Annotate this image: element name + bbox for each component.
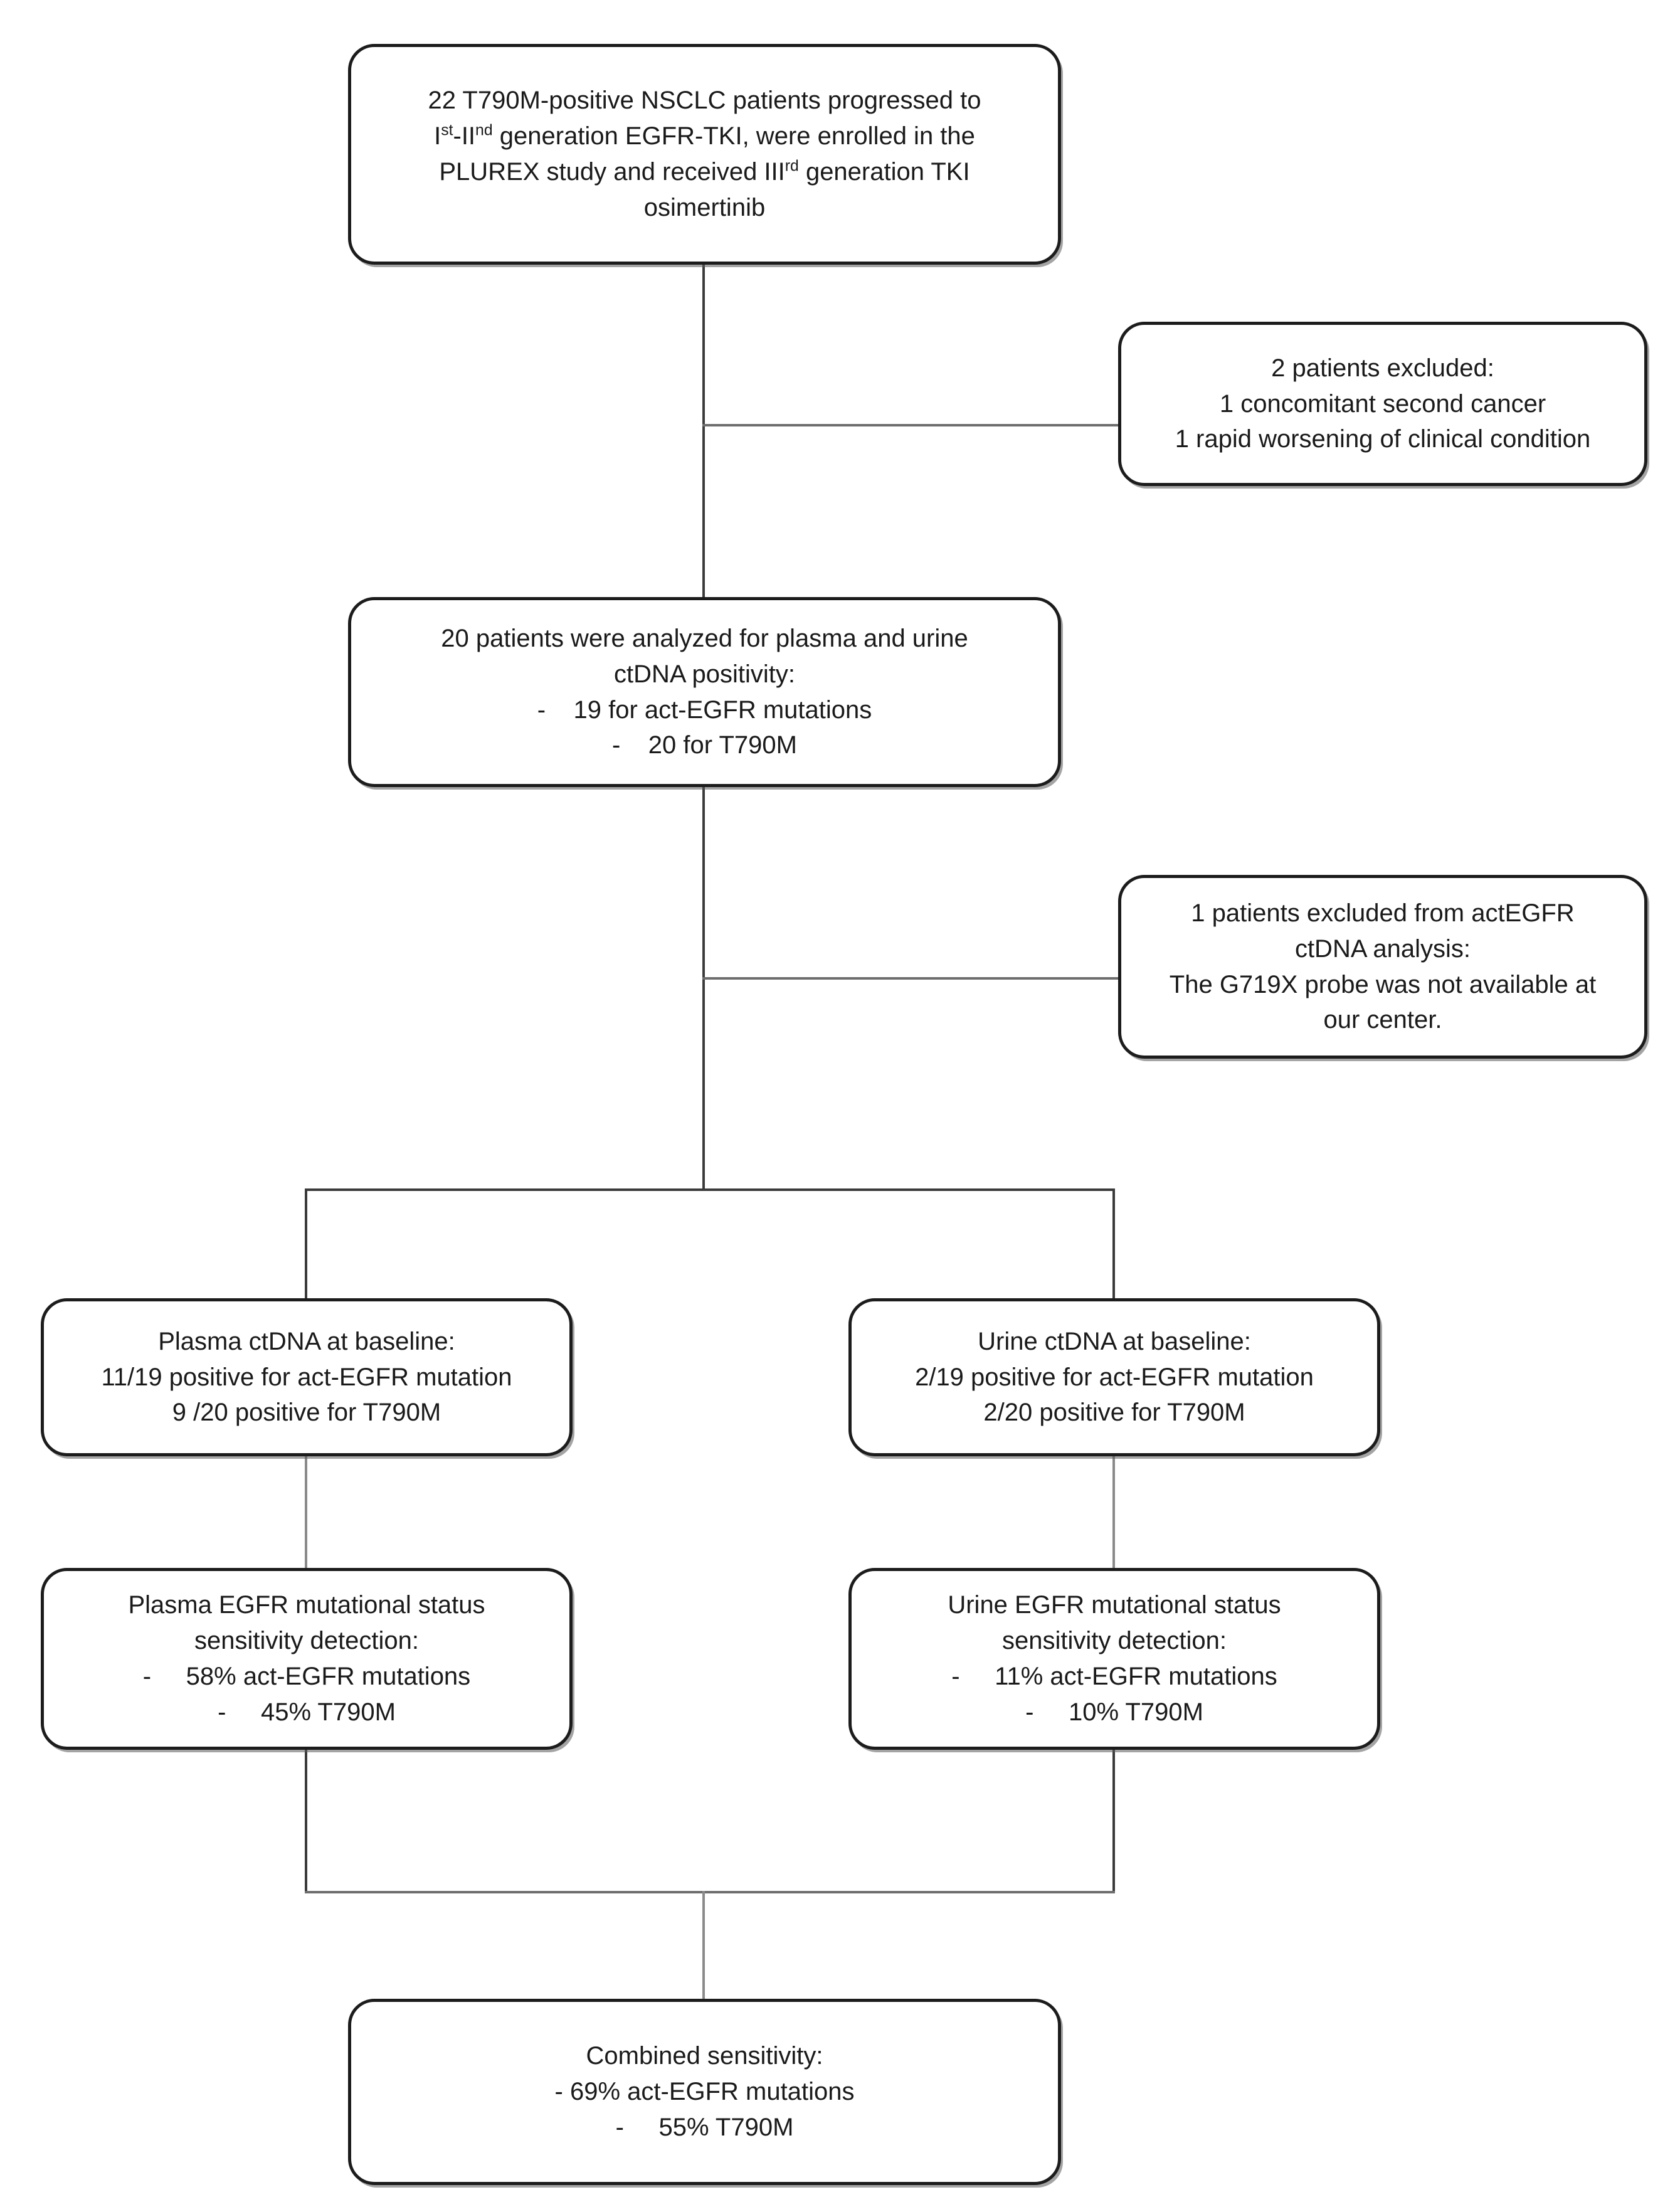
urine-sensitivity-box: Urine EGFR mutational status sensitivity… bbox=[848, 1568, 1380, 1750]
analyzed-line-2: ctDNA positivity: bbox=[614, 660, 795, 688]
analyzed-line-1: 20 patients were analyzed for plasma and… bbox=[441, 624, 968, 652]
connector-analyzed-to-split bbox=[702, 787, 705, 1190]
connector-split-left-drop bbox=[305, 1188, 307, 1299]
urine-baseline-line-1: Urine ctDNA at baseline: bbox=[978, 1327, 1251, 1355]
connector-enrollment-to-analyzed bbox=[702, 265, 705, 598]
plasma-sensitivity-line-2: sensitivity detection: bbox=[194, 1627, 419, 1655]
connector-plasma-baseline-to-sensitivity bbox=[305, 1455, 307, 1569]
urine-sensitivity-bullet-1: - 11% act-EGFR mutations bbox=[951, 1663, 1277, 1690]
plasma-sensitivity-line-1: Plasma EGFR mutational status bbox=[128, 1591, 485, 1619]
urine-sensitivity-line-1: Urine EGFR mutational status bbox=[948, 1591, 1281, 1619]
connector-merge-right-rise bbox=[1112, 1749, 1115, 1893]
plasma-baseline-line-1: Plasma ctDNA at baseline: bbox=[158, 1327, 455, 1355]
enrollment-ordinal-prefix: I bbox=[434, 122, 441, 151]
combined-line-1: Combined sensitivity: bbox=[586, 2042, 823, 2070]
analyzed-bullet-1: - 19 for act-EGFR mutations bbox=[537, 696, 872, 724]
analyzed-bullet-2: - 20 for T790M bbox=[612, 731, 797, 759]
enrollment-line-2: Ist-IInd generation EGFR-TKI, were enrol… bbox=[434, 119, 975, 154]
connector-merge-left-rise bbox=[305, 1749, 307, 1893]
excluded-actegfr-box: 1 patients excluded from actEGFR ctDNA a… bbox=[1118, 875, 1647, 1059]
enrollment-line-3-text: PLUREX study and received III bbox=[439, 158, 785, 186]
plasma-sensitivity-box: Plasma EGFR mutational status sensitivit… bbox=[41, 1568, 573, 1750]
urine-baseline-line-2: 2/19 positive for act-EGFR mutation bbox=[915, 1363, 1314, 1391]
urine-sensitivity-line-2: sensitivity detection: bbox=[1002, 1627, 1227, 1655]
combined-line-2: - 69% act-EGFR mutations bbox=[554, 2078, 855, 2106]
excluded-2-line-2: ctDNA analysis: bbox=[1294, 934, 1471, 963]
connector-urine-baseline-to-sensitivity bbox=[1112, 1455, 1115, 1569]
excluded-2-line-3: The G719X probe was not available at bbox=[1169, 970, 1597, 998]
urine-sensitivity-bullet-2: - 10% T790M bbox=[1025, 1698, 1203, 1726]
enrollment-line-2-text: generation EGFR-TKI, were enrolled in th… bbox=[499, 122, 975, 151]
excluded-2-line-1: 1 patients excluded from actEGFR bbox=[1191, 899, 1575, 927]
excluded-1-line-1: 2 patients excluded: bbox=[1271, 354, 1494, 382]
connector-split-bar bbox=[305, 1188, 1115, 1191]
connector-to-excluded-1 bbox=[702, 424, 1119, 426]
enrollment-box: 22 T790M-positive NSCLC patients progres… bbox=[348, 44, 1061, 265]
connector-merge-bar bbox=[305, 1891, 1115, 1893]
enrollment-line-4: osimertinib bbox=[643, 193, 766, 221]
excluded-1-line-3: 1 rapid worsening of clinical condition bbox=[1175, 425, 1591, 453]
connector-merge-to-combined bbox=[702, 1891, 705, 1999]
plasma-baseline-line-2: 11/19 positive for act-EGFR mutation bbox=[101, 1363, 512, 1391]
urine-baseline-box: Urine ctDNA at baseline: 2/19 positive f… bbox=[848, 1298, 1380, 1456]
urine-baseline-line-3: 2/20 positive for T790M bbox=[983, 1399, 1245, 1427]
analyzed-box: 20 patients were analyzed for plasma and… bbox=[348, 597, 1061, 787]
enrollment-sup-nd: nd bbox=[475, 122, 493, 139]
plasma-sensitivity-bullet-1: - 58% act-EGFR mutations bbox=[142, 1663, 471, 1690]
enrollment-sup-st: st bbox=[441, 122, 453, 139]
excluded-2-line-4: our center. bbox=[1323, 1006, 1442, 1034]
enrollment-sup-rd: rd bbox=[785, 157, 799, 175]
plasma-baseline-box: Plasma ctDNA at baseline: 11/19 positive… bbox=[41, 1298, 573, 1456]
connector-split-right-drop bbox=[1112, 1188, 1115, 1299]
enrollment-line-1: 22 T790M-positive NSCLC patients progres… bbox=[428, 87, 981, 115]
combined-bullet-1: - 55% T790M bbox=[615, 2113, 794, 2141]
excluded-1-line-2: 1 concomitant second cancer bbox=[1219, 389, 1546, 418]
enrollment-ordinal-mid: -II bbox=[453, 122, 476, 151]
enrollment-line-3: PLUREX study and received IIIrd generati… bbox=[439, 154, 969, 190]
connector-to-excluded-2 bbox=[702, 977, 1119, 980]
excluded-enrollment-box: 2 patients excluded: 1 concomitant secon… bbox=[1118, 322, 1647, 486]
plasma-baseline-line-3: 9 /20 positive for T790M bbox=[172, 1399, 441, 1427]
combined-sensitivity-box: Combined sensitivity: - 69% act-EGFR mut… bbox=[348, 1999, 1061, 2185]
plasma-sensitivity-bullet-2: - 45% T790M bbox=[218, 1698, 396, 1726]
enrollment-line-3-tail: generation TKI bbox=[798, 158, 970, 186]
